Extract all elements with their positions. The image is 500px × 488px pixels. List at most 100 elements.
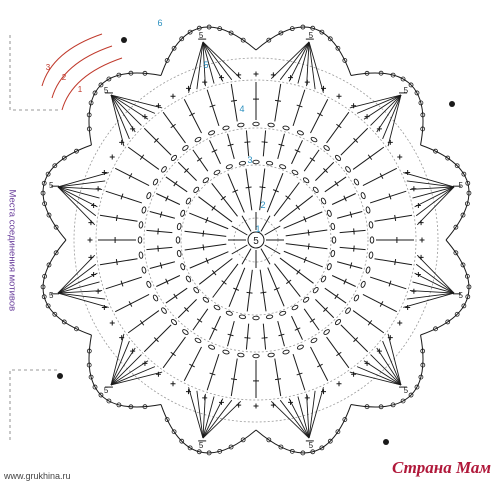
row3-stitch: [156, 193, 181, 205]
petal-label: 5: [104, 86, 109, 95]
picot: [266, 37, 272, 43]
row3-stitch-bar: [211, 327, 218, 331]
row4-chain: [170, 154, 178, 162]
picot: [420, 126, 426, 132]
join-bracket-top: [9, 35, 60, 111]
cluster-spike: [403, 172, 455, 188]
row2-stitch-bar: [259, 186, 266, 189]
row4-stitch-bar: [336, 351, 342, 357]
picot: [319, 445, 325, 451]
cluster-spike: [416, 254, 455, 294]
row2-chain: [265, 314, 274, 320]
picot: [364, 404, 370, 410]
row2-stitch-bar: [232, 189, 239, 193]
row2-chain: [185, 275, 192, 283]
row3-stitch-bar: [211, 149, 218, 153]
cluster-spike: [349, 371, 402, 386]
picot: [196, 25, 202, 31]
row4-stitch: [99, 258, 138, 266]
row3-stitch: [262, 323, 267, 350]
row2-stitch-bar: [221, 280, 227, 285]
row3-stitch-bar: [261, 337, 268, 339]
row3-stitch: [149, 261, 175, 269]
row4-stitch-bar: [317, 112, 323, 117]
row4-stitch-bar: [394, 259, 397, 266]
corner-arrow: [51, 45, 113, 99]
picot: [41, 294, 47, 300]
row2-stitch-bar: [296, 269, 301, 275]
picot: [206, 24, 212, 30]
row4-stitch-bar: [153, 137, 159, 143]
row2-stitch: [184, 230, 227, 237]
row4-chain: [252, 121, 260, 127]
cluster-spike: [387, 333, 402, 386]
row4-chain: [267, 122, 275, 128]
row2-stitch-bar: [272, 189, 279, 193]
picot: [445, 319, 451, 325]
row4-stitch: [206, 353, 220, 391]
row3-stitch: [177, 299, 197, 319]
row4-stitch-bar: [170, 123, 176, 129]
picot: [466, 190, 472, 196]
row4-stitch: [326, 336, 350, 369]
row4-chain: [137, 236, 143, 244]
cluster-spike: [202, 398, 224, 439]
petal-label: 5: [404, 86, 409, 95]
cluster-spike: [202, 41, 233, 81]
corner-arrow: [41, 33, 103, 87]
row4-chain: [138, 221, 144, 229]
row2-stitch: [228, 267, 246, 307]
row2-stitch: [274, 263, 301, 298]
picot: [40, 190, 46, 196]
footer-url: www.grukhina.ru: [4, 471, 71, 481]
picot: [116, 72, 122, 78]
row3-stitch-bar: [173, 180, 178, 187]
row2-chain: [225, 164, 233, 170]
row4-stitch-bar: [209, 372, 216, 376]
picot: [414, 384, 420, 390]
row4-stitch: [362, 294, 398, 313]
join-bracket-bottom: [9, 369, 60, 440]
row4-chain: [252, 353, 260, 359]
picot: [300, 24, 306, 30]
row5-sc: [87, 237, 93, 243]
row3-stitch-bar: [323, 168, 328, 173]
row2-stitch-bar: [245, 186, 252, 189]
row3-stitch-bar: [261, 141, 268, 143]
picot: [46, 212, 52, 218]
cluster-spike: [202, 393, 206, 439]
row2-stitch: [279, 257, 314, 284]
row3-stitch: [315, 161, 335, 181]
row4-stitch-bar: [170, 351, 176, 357]
picot: [164, 417, 170, 422]
picot: [289, 448, 295, 454]
row3-stitch-bar: [278, 333, 285, 337]
picot: [142, 404, 148, 410]
join-point: [383, 439, 389, 445]
row4-stitch-bar: [128, 301, 133, 307]
picot: [461, 303, 467, 309]
picot: [86, 112, 92, 118]
picot: [310, 449, 316, 455]
petal-label: 5: [309, 441, 314, 450]
corner-label: 2: [62, 73, 67, 82]
row2-chain: [202, 296, 210, 303]
row2-chain: [291, 304, 299, 311]
row4-stitch: [230, 358, 238, 397]
row2-stitch-bar: [307, 243, 310, 250]
row3-stitch-bar: [159, 262, 163, 269]
row4-stitch-bar: [296, 104, 303, 108]
cluster-spike: [57, 186, 98, 208]
row4-chain: [182, 145, 189, 151]
petal-label: 5: [199, 31, 204, 40]
cluster-spike: [306, 393, 310, 439]
row4-stitch-bar: [230, 99, 237, 102]
cluster-spike: [356, 94, 402, 114]
picot: [45, 171, 51, 177]
row3-stitch-bar: [184, 307, 189, 312]
cluster-spike: [363, 94, 402, 120]
picot: [171, 429, 177, 435]
row3-stitch: [339, 229, 366, 234]
row2-stitch: [273, 182, 300, 217]
row3-stitch: [277, 321, 285, 347]
